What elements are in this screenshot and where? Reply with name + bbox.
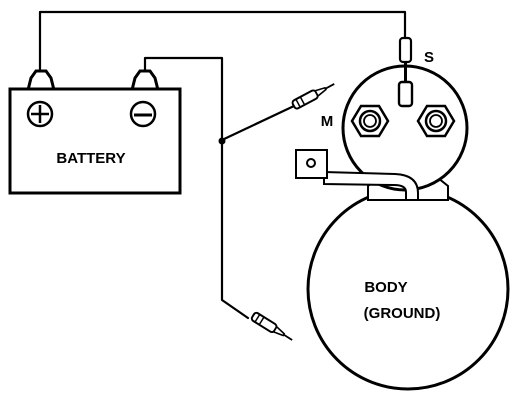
body-label-line2: (GROUND) xyxy=(364,305,441,322)
battery-positive-post xyxy=(26,69,56,92)
wire-junction-to-upper-lead xyxy=(220,104,296,142)
solenoid: S M xyxy=(321,36,469,201)
wiring xyxy=(38,10,407,320)
starter-body-circle xyxy=(306,187,510,391)
wire-negative-to-junction xyxy=(143,56,224,145)
terminal-s-label: S xyxy=(424,49,434,66)
battery: BATTERY xyxy=(8,69,182,195)
body-label-line1: BODY xyxy=(364,279,407,296)
wire-junction-dot xyxy=(218,137,226,145)
b-terminal-nut xyxy=(416,104,456,138)
field-strap-band xyxy=(323,170,419,201)
wire-junction-to-lower-lead xyxy=(220,141,250,320)
battery-label: BATTERY xyxy=(56,150,125,167)
wire-positive-to-s-terminal xyxy=(38,10,407,78)
field-strap-lug-hole xyxy=(306,158,316,168)
s-terminal-connector xyxy=(397,36,414,108)
minus-sign-icon xyxy=(129,100,157,128)
battery-negative-post xyxy=(130,69,160,92)
field-strap xyxy=(295,149,419,201)
m-terminal-nut xyxy=(350,104,390,138)
upper-test-lead-clip xyxy=(291,83,335,110)
starter-motor-body: BODY (GROUND) xyxy=(306,187,510,391)
lower-test-lead-clip xyxy=(250,311,293,341)
terminal-m-label: M xyxy=(321,113,334,130)
plus-sign-icon xyxy=(26,100,54,128)
